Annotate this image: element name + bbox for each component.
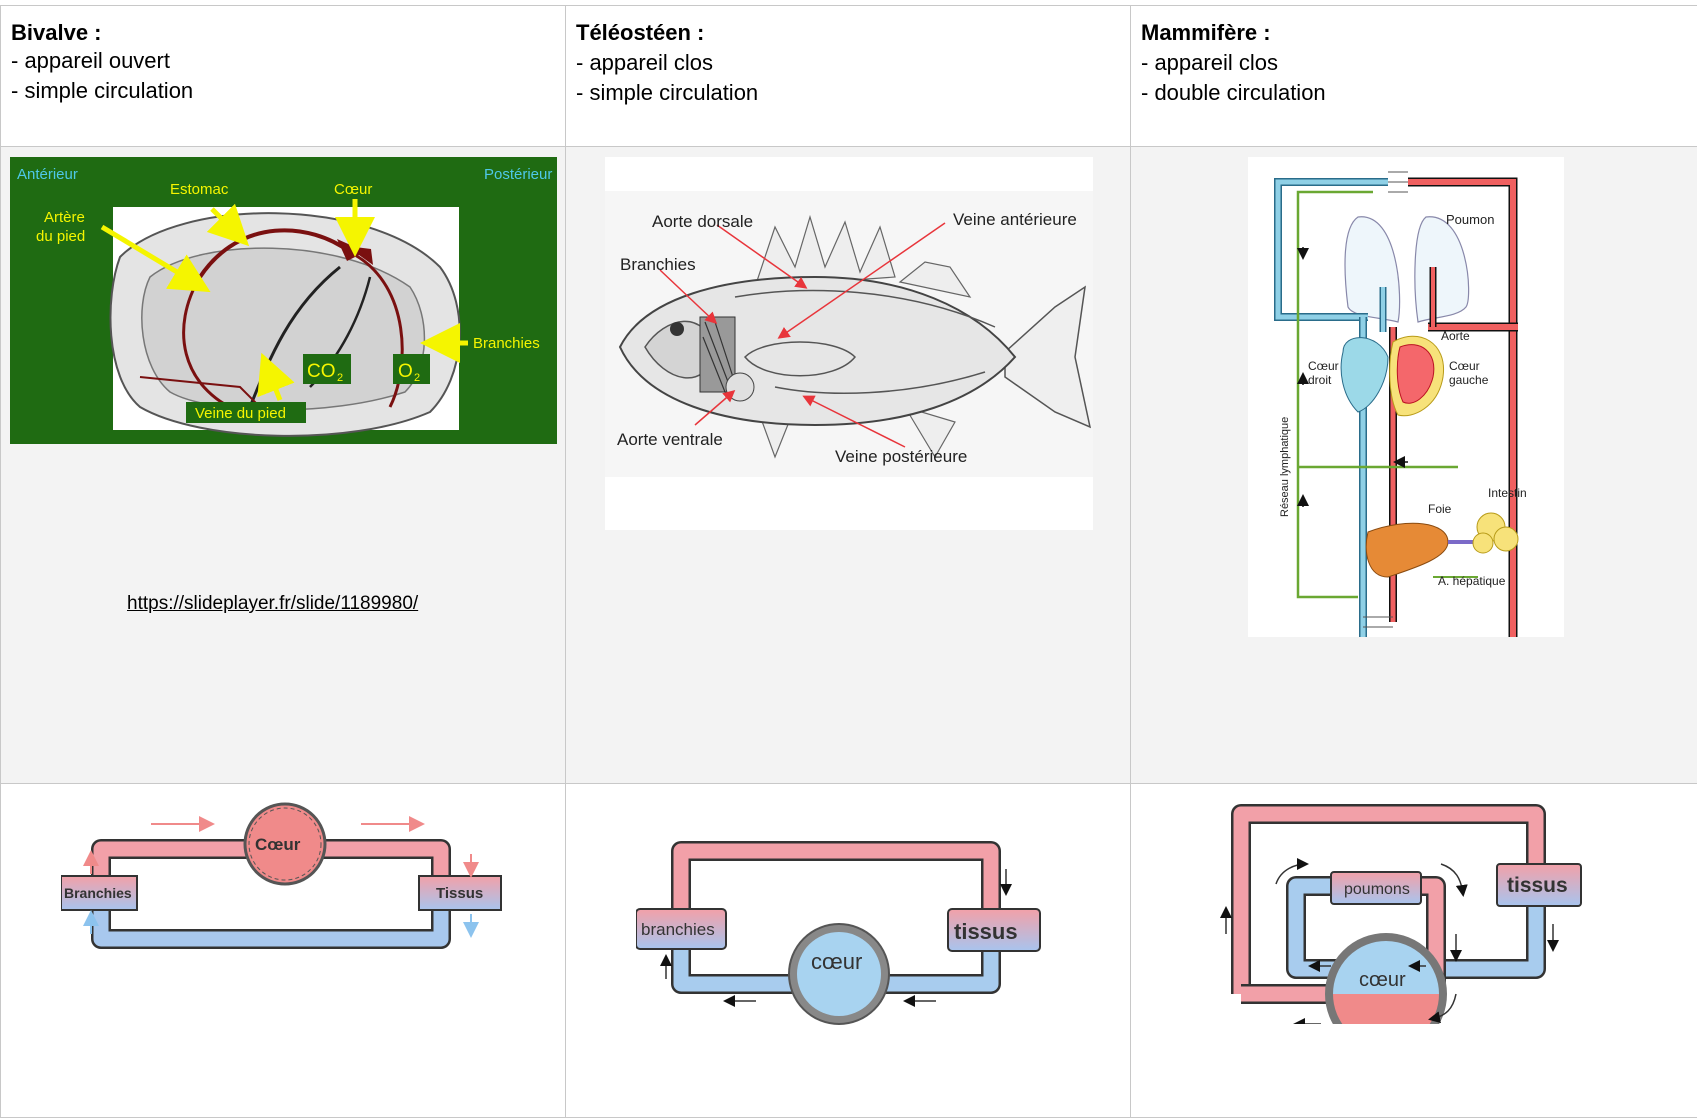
header-mammal: Mammifère : - appareil clos - double cir… bbox=[1130, 5, 1697, 147]
label-ventral-aorta: Aorte ventrale bbox=[617, 430, 723, 449]
column-line: - appareil clos bbox=[1141, 50, 1278, 75]
label-posterior: Postérieur bbox=[484, 166, 552, 183]
label-foot-vein: Veine du pied bbox=[195, 405, 286, 422]
mammal-circulation-figure: Poumon Aorte Cœur droit Cœur gauche Rése… bbox=[1248, 157, 1564, 637]
label-liver: Foie bbox=[1428, 502, 1452, 516]
schema-heart: cœur bbox=[1359, 969, 1406, 991]
bivalve-schema: Cœur Branchies Tissus bbox=[61, 802, 502, 949]
column-line: - double circulation bbox=[1141, 80, 1326, 105]
comparison-table: Bivalve : - appareil ouvert - simple cir… bbox=[0, 5, 1697, 1118]
schema-tissue: Tissus bbox=[436, 885, 483, 902]
column-title: Mammifère : bbox=[1141, 20, 1271, 45]
label-aorta: Aorte bbox=[1441, 329, 1470, 343]
bivalve-schema-cell: Cœur Branchies Tissus bbox=[0, 783, 566, 1118]
mammal-schema: poumons tissus cœur bbox=[1220, 804, 1582, 1024]
label-o2-sub: 2 bbox=[414, 372, 420, 384]
schema-gills: branchies bbox=[641, 920, 715, 939]
source-link[interactable]: https://slideplayer.fr/slide/1189980/ bbox=[127, 593, 419, 614]
label-right-heart: droit bbox=[1308, 373, 1332, 387]
bivalve-figure-cell: Antérieur Postérieur Estomac Cœur Artère… bbox=[0, 146, 566, 784]
label-intestine: Intestin bbox=[1488, 486, 1527, 500]
schema-tissue: tissus bbox=[1507, 874, 1568, 897]
schema-lungs: poumons bbox=[1344, 881, 1410, 898]
label-stomach: Estomac bbox=[170, 181, 229, 198]
schema-heart: cœur bbox=[811, 949, 862, 974]
column-line: - appareil clos bbox=[576, 50, 713, 75]
column-title: Bivalve : bbox=[11, 20, 102, 45]
column-title: Téléostéen : bbox=[576, 20, 705, 45]
fish-anatomy-figure: Aorte dorsale Veine antérieure Branchies… bbox=[605, 157, 1093, 530]
label-co2: CO bbox=[307, 361, 336, 382]
label-foot-artery: du pied bbox=[36, 228, 85, 245]
label-lymph: Réseau lymphatique bbox=[1279, 417, 1291, 517]
schema-tissue: tissus bbox=[954, 919, 1018, 944]
label-gills: Branchies bbox=[473, 335, 540, 352]
label-left-heart: Cœur bbox=[1449, 359, 1480, 373]
label-gills: Branchies bbox=[620, 255, 696, 274]
schema-row: Cœur Branchies Tissus branchies bbox=[0, 783, 1697, 1118]
column-line: - appareil ouvert bbox=[11, 48, 170, 73]
column-line: - simple circulation bbox=[11, 78, 194, 103]
column-line: - simple circulation bbox=[576, 80, 759, 105]
fish-figure-cell: Aorte dorsale Veine antérieure Branchies… bbox=[565, 146, 1131, 784]
anatomy-row: Antérieur Postérieur Estomac Cœur Artère… bbox=[0, 146, 1697, 784]
label-foot-artery: Artère bbox=[44, 209, 85, 226]
mammal-figure-cell: Poumon Aorte Cœur droit Cœur gauche Rése… bbox=[1130, 146, 1697, 784]
label-heart: Cœur bbox=[334, 181, 372, 198]
fish-schema: branchies tissus cœur bbox=[636, 841, 1041, 1025]
schema-heart: Cœur bbox=[255, 835, 301, 854]
label-lung: Poumon bbox=[1446, 212, 1494, 227]
schema-gills: Branchies bbox=[64, 885, 132, 901]
fish-schema-cell: branchies tissus cœur bbox=[565, 783, 1131, 1118]
label-anterior: Antérieur bbox=[17, 166, 78, 183]
label-co2-sub: 2 bbox=[337, 372, 343, 384]
header-teleost: Téléostéen : - appareil clos - simple ci… bbox=[565, 5, 1131, 147]
header-row: Bivalve : - appareil ouvert - simple cir… bbox=[0, 5, 1697, 147]
label-hepatic: A. hépatique bbox=[1438, 574, 1506, 588]
label-left-heart: gauche bbox=[1449, 373, 1489, 387]
label-posterior-vein: Veine postérieure bbox=[835, 447, 967, 466]
label-anterior-vein: Veine antérieure bbox=[953, 210, 1077, 229]
label-dorsal-aorta: Aorte dorsale bbox=[652, 212, 753, 231]
label-right-heart: Cœur bbox=[1308, 359, 1339, 373]
label-o2: O bbox=[398, 361, 413, 382]
header-bivalve: Bivalve : - appareil ouvert - simple cir… bbox=[0, 5, 566, 147]
bivalve-anatomy-figure: Antérieur Postérieur Estomac Cœur Artère… bbox=[10, 157, 557, 444]
mammal-schema-cell: poumons tissus cœur bbox=[1130, 783, 1697, 1118]
